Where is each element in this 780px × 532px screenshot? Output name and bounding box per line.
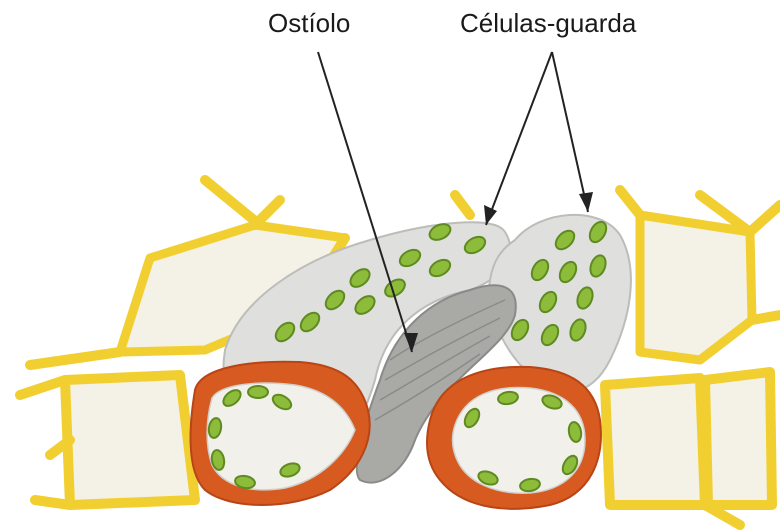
epidermal-cell-back-right — [640, 215, 752, 360]
guard-left-leader-line — [486, 52, 552, 225]
label-celulas-guarda: Células-guarda — [460, 8, 637, 38]
epidermal-cell-left-lower — [65, 375, 195, 505]
chloroplast — [248, 386, 268, 398]
epidermal-cell-right-lower — [605, 378, 705, 505]
epidermal-cell-far-right — [705, 372, 772, 505]
guard-right-arrowhead — [579, 192, 593, 212]
guard-right-leader-line — [552, 52, 588, 212]
guard-left-arrowhead — [484, 205, 497, 225]
subsidiary-cell-right-inner — [453, 387, 585, 493]
label-ostiolo: Ostíolo — [268, 8, 350, 38]
